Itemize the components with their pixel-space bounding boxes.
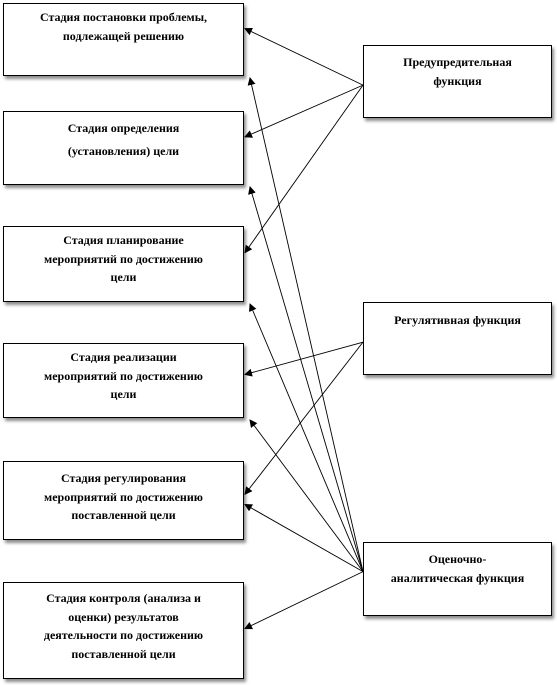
connector-arrow-func-preventive-to-stage-1 [244,27,364,86]
stage-6-line-3: деятельности по достижению [43,628,204,643]
stage-3-line-2: мероприятий по достижению [44,251,203,266]
connector-arrow-func-evaluative-to-stage-2 [248,186,364,572]
stage-5-line-2: мероприятий по достижению [44,489,203,504]
connector-arrow-func-regulative-to-stage-4 [244,341,364,377]
function-box-regulative: Регулятивная функция [363,302,552,375]
func-preventive-line-2: функция [433,73,482,88]
connector-arrow-func-evaluative-to-stage-6 [244,571,364,630]
stage-2-line-2: (установления) цели [67,143,180,158]
stage-4-line-2: мероприятий по достижению [44,368,203,383]
stage-6-line-4: поставленной цели [71,646,176,661]
connector-arrow-func-preventive-to-stage-3 [244,84,364,254]
connector-arrow-func-evaluative-to-stage-1 [247,77,364,572]
function-box-evaluative: Оценочно- аналитическая функция [363,542,552,616]
stage-4-line-3: цели [110,387,137,402]
stage-box-regulation: Стадия регулирования мероприятий по дост… [3,461,244,540]
stage-box-planning: Стадия планирование мероприятий по дости… [3,226,244,302]
stage-4-line-1: Стадия реализации [70,350,177,364]
connector-arrow-func-regulative-to-stage-5 [244,341,364,495]
stage-box-control: Стадия контроля (анализа и оценки) резул… [3,582,244,679]
connector-arrow-func-evaluative-to-stage-4 [249,419,364,572]
stage-1-line-1: Стадия постановки проблемы, [39,10,208,24]
connector-arrow-func-evaluative-to-stage-3 [249,303,364,572]
stage-5-line-1: Стадия регулирования [61,471,186,485]
stage-box-problem-statement: Стадия постановки проблемы, подлежащей р… [3,3,244,76]
connector-arrow-func-preventive-to-stage-2 [244,84,364,138]
stage-3-line-1: Стадия планирование [63,233,184,247]
stage-box-implementation: Стадия реализации мероприятий по достиже… [3,343,244,418]
stage-5-line-3: поставленной цели [71,508,176,523]
func-evaluative-line-1: Оценочно- [428,552,487,566]
stage-6-line-2: оценки) результатов [68,609,179,624]
func-evaluative-line-2: аналитическая функция [390,570,525,585]
stage-6-line-1: Стадия контроля (анализа и [46,591,201,605]
func-regulative-line-1: Регулятивная функция [394,313,521,327]
stage-1-line-2: подлежащей решению [62,28,185,43]
stage-box-goal-setting: Стадия определения (установления) цели [3,111,244,185]
function-box-preventive: Предупредительная функция [363,45,552,118]
stage-2-line-1: Стадия определения [67,121,180,135]
func-preventive-line-1: Предупредительная [403,55,512,69]
connector-arrow-func-evaluative-to-stage-5 [244,503,364,572]
stage-3-line-3: цели [110,270,137,285]
